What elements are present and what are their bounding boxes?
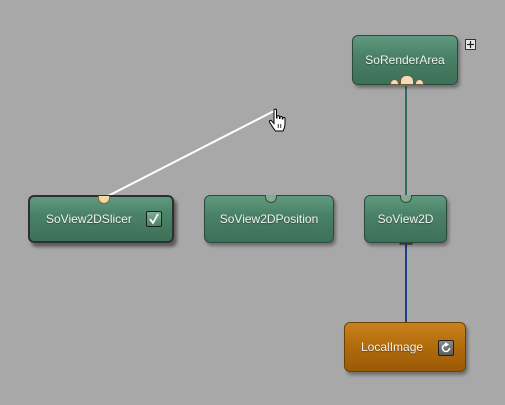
plus-box-icon[interactable] [465, 39, 476, 50]
refresh-icon[interactable] [438, 340, 454, 356]
checkmark-icon[interactable] [146, 211, 162, 227]
output-ports [353, 75, 457, 85]
node-soview2dslicer[interactable]: SoView2DSlicer [28, 195, 174, 243]
node-localimage[interactable]: LocalImage [344, 322, 466, 372]
input-port[interactable] [400, 195, 412, 203]
output-port[interactable] [415, 79, 424, 85]
output-port[interactable] [400, 75, 414, 85]
node-label: SoView2DPosition [219, 212, 319, 226]
node-label: SoView2DSlicer [46, 212, 132, 226]
hand-pointer-icon [268, 108, 286, 132]
node-soview2dposition[interactable]: SoView2DPosition [204, 195, 334, 243]
input-port[interactable] [265, 195, 277, 203]
input-port[interactable] [98, 196, 110, 204]
node-sorenderarea[interactable]: SoRenderArea [352, 35, 458, 85]
output-port[interactable] [390, 79, 399, 85]
node-label: SoView2D [377, 212, 434, 226]
drag-connection-line [103, 110, 275, 199]
node-label: LocalImage [361, 340, 424, 354]
node-label: SoRenderArea [365, 53, 445, 67]
node-soview2d[interactable]: SoView2D [364, 195, 447, 243]
